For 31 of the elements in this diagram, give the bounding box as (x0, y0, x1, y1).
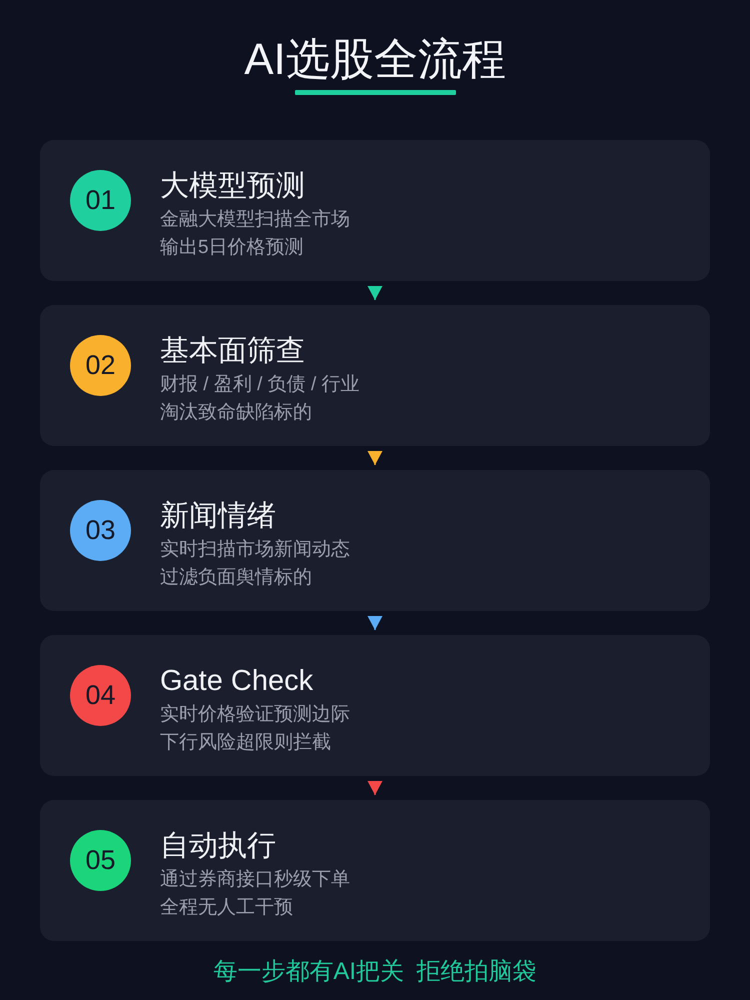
step-title: Gate Check (160, 664, 314, 699)
step-number-circle: 04 (70, 665, 131, 726)
diagram-title: AI选股全流程 (243, 34, 507, 86)
step-description: 过滤负面舆情标的 (160, 566, 312, 590)
step-card (40, 470, 710, 611)
step-number-circle: 03 (70, 500, 131, 561)
down-arrow (368, 451, 382, 465)
down-arrow (368, 781, 382, 795)
step-description: 下行风险超限则拦截 (160, 731, 331, 755)
step-description: 全程无人工干预 (160, 896, 293, 920)
step-card (40, 140, 710, 281)
step-description: 财报 / 盈利 / 负债 / 行业 (160, 373, 360, 397)
step-description: 实时价格验证预测边际 (160, 703, 350, 727)
step-description: 通过券商接口秒级下单 (160, 868, 350, 892)
step-number-circle: 02 (70, 335, 131, 396)
footer-caption: 每一步都有AI把关 拒绝拍脑袋 (212, 957, 538, 987)
step-title: 大模型预测 (160, 169, 305, 204)
down-arrow (368, 286, 382, 300)
down-arrow (368, 616, 382, 630)
step-number-circle: 01 (70, 170, 131, 231)
step-card (40, 635, 710, 776)
step-description: 金融大模型扫描全市场 (160, 208, 350, 232)
step-number-circle: 05 (70, 830, 131, 891)
step-card (40, 305, 710, 446)
step-description: 淘汰致命缺陷标的 (160, 401, 312, 425)
step-description: 输出5日价格预测 (160, 236, 304, 260)
step-title: 新闻情绪 (160, 499, 276, 534)
step-card (40, 800, 710, 941)
step-title: 基本面筛查 (160, 334, 305, 369)
step-description: 实时扫描市场新闻动态 (160, 538, 350, 562)
step-title: 自动执行 (160, 829, 276, 864)
